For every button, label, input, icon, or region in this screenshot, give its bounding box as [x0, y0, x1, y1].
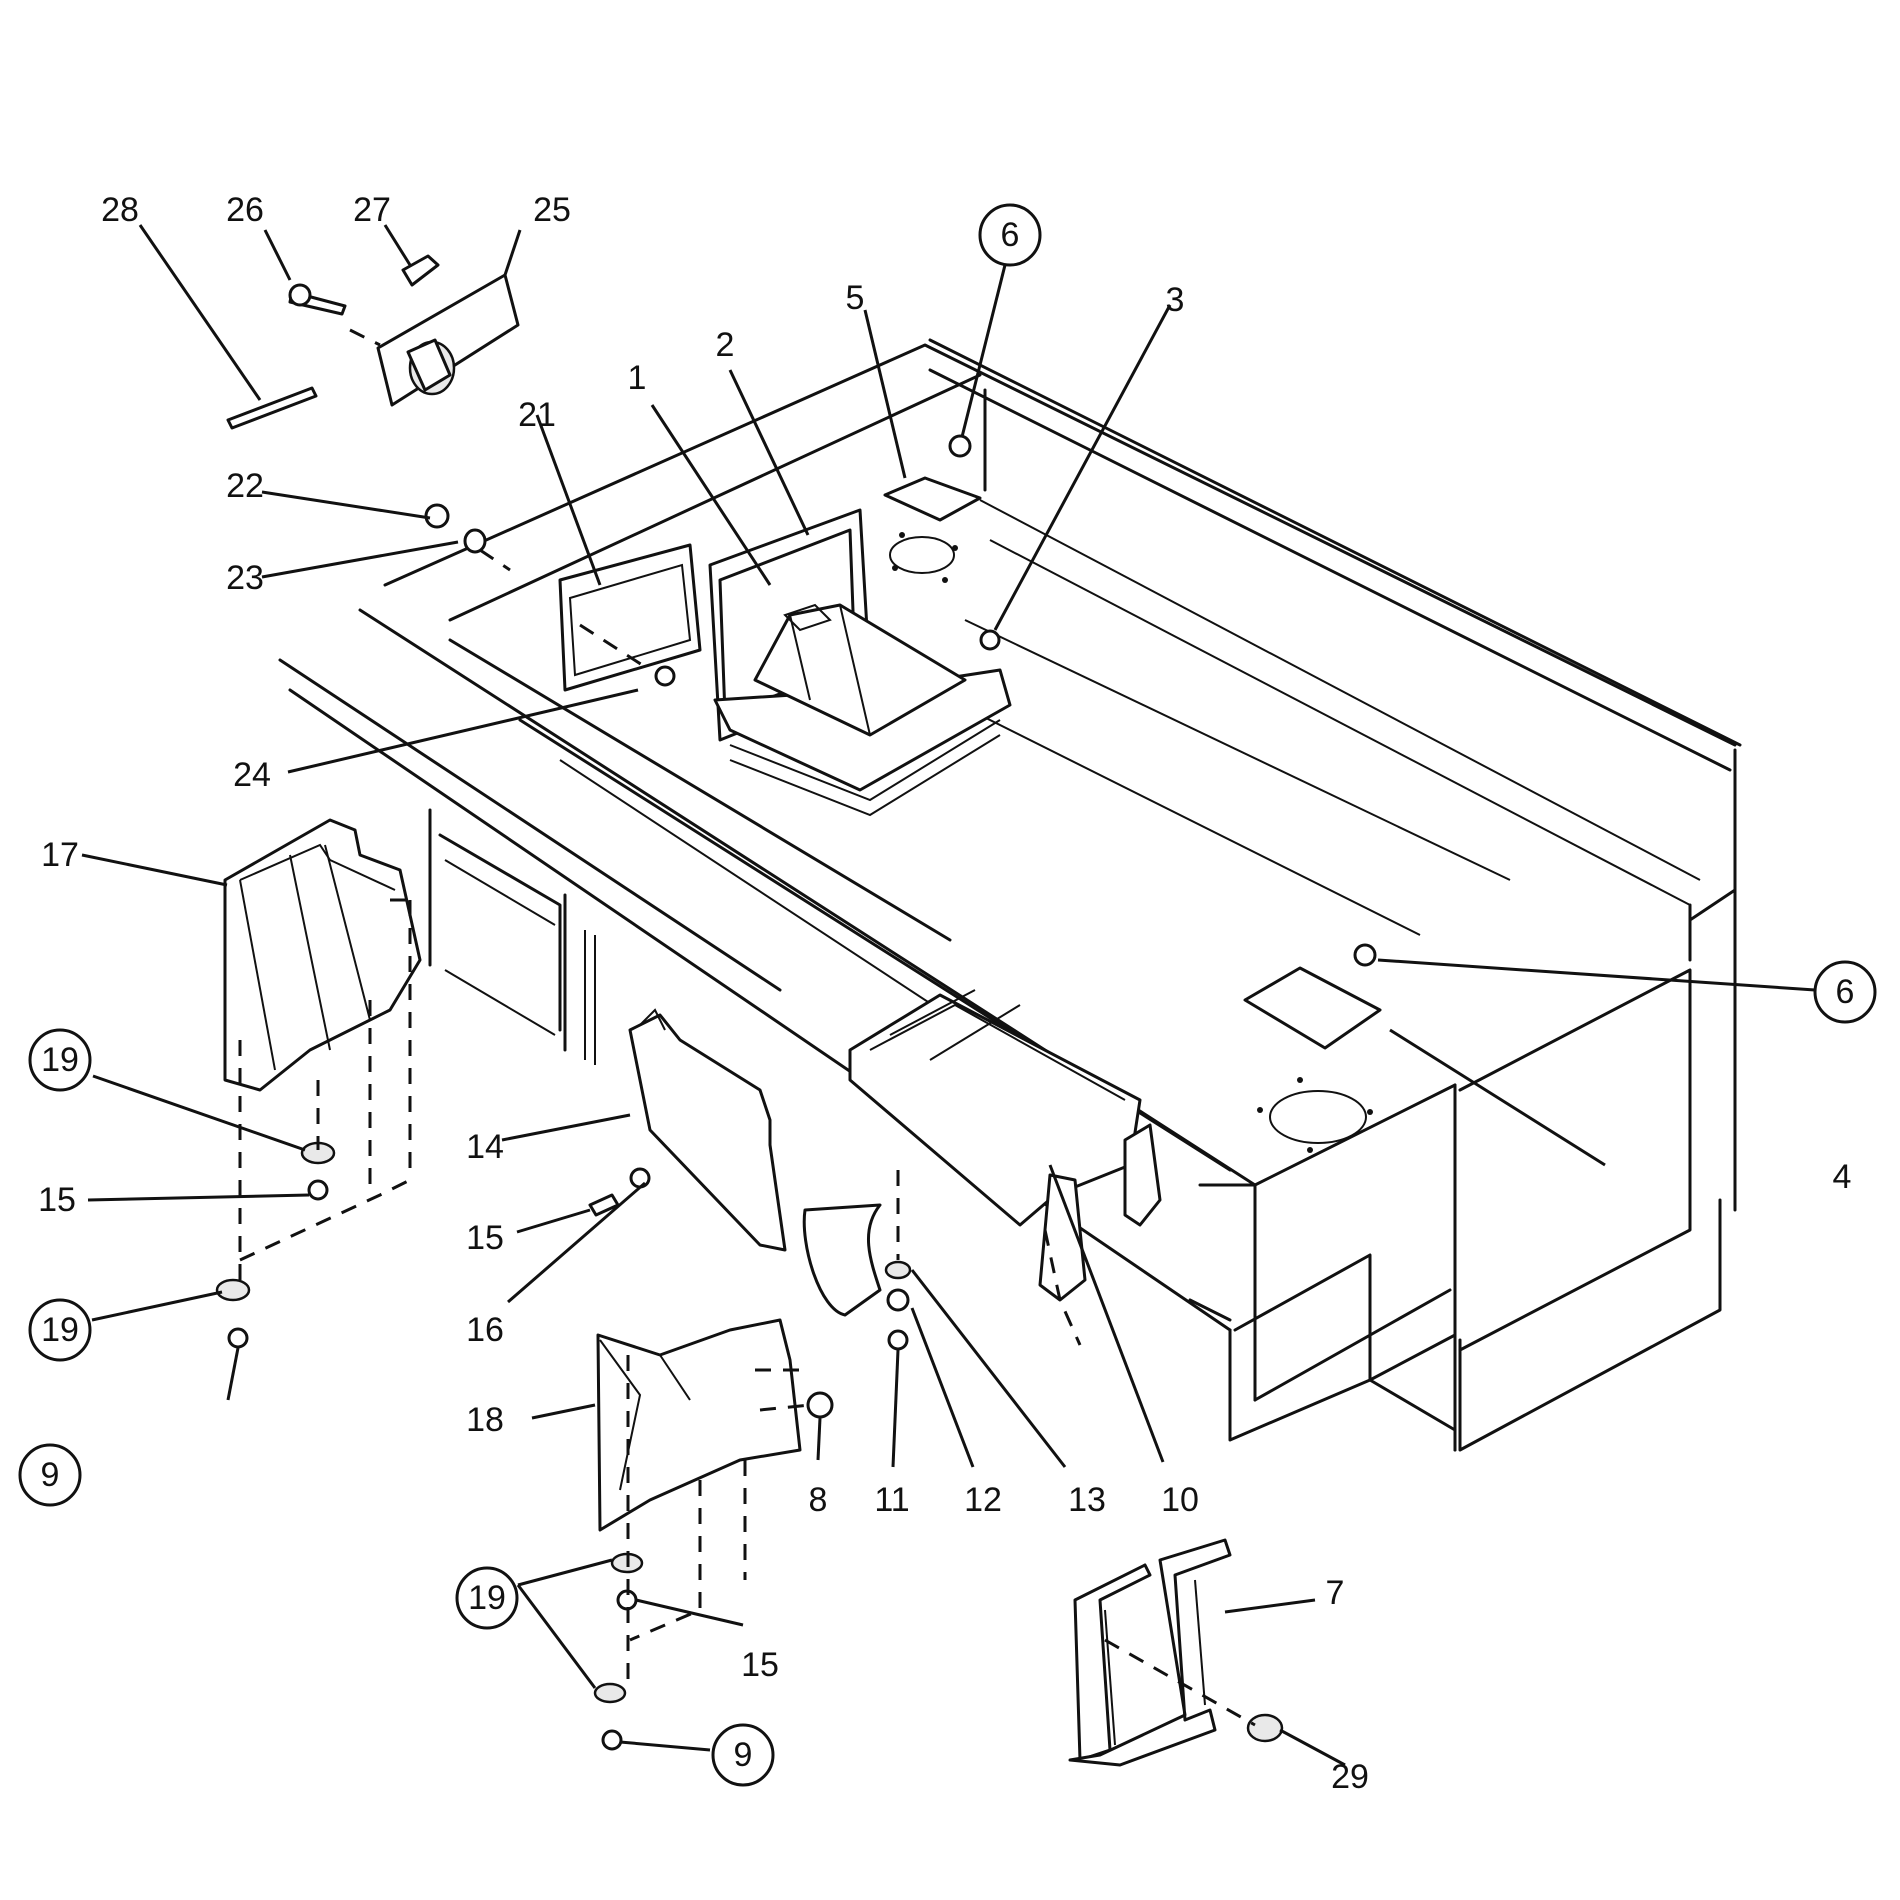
callout-19-circle: [28, 1298, 92, 1362]
callout-21: 21: [518, 396, 556, 434]
callout-29: 29: [1331, 1758, 1369, 1796]
callout-25: 25: [533, 191, 571, 229]
callout-9: 9: [41, 1456, 60, 1494]
callout-14: 14: [466, 1128, 504, 1166]
callout-19: 19: [468, 1579, 506, 1617]
clip-27: [401, 254, 440, 287]
bracket-7: [1068, 1538, 1232, 1767]
callout-16: 16: [466, 1311, 504, 1349]
hardware: [215, 434, 1377, 1751]
assembly-dashed-lines: [238, 328, 1256, 1727]
callout-26: 26: [226, 191, 264, 229]
callout-27: 27: [353, 191, 391, 229]
callout-6-circle: [1813, 960, 1877, 1024]
vehicle-body: [278, 338, 1742, 1452]
callout-9-circle: [711, 1723, 775, 1787]
callout-4: 4: [1833, 1158, 1852, 1196]
callout-9: 9: [734, 1736, 753, 1774]
callout-22: 22: [226, 467, 264, 505]
callout-1: 1: [628, 359, 647, 397]
cover-plate-4: [1243, 966, 1382, 1050]
callout-19-circle: [28, 1028, 92, 1092]
callout-17: 17: [41, 836, 79, 874]
callout-6: 6: [1001, 216, 1020, 254]
callout-19: 19: [41, 1041, 79, 1079]
callout-15: 15: [38, 1181, 76, 1219]
callout-3: 3: [1166, 281, 1185, 319]
callout-23: 23: [226, 559, 264, 597]
callout-10: 10: [1161, 1481, 1199, 1519]
hitch-plate-25: [376, 273, 520, 407]
callout-11: 11: [874, 1481, 909, 1519]
callout-2: 2: [716, 326, 735, 364]
bracket-17: [223, 818, 422, 1092]
guard-14: [628, 1008, 787, 1252]
callout-24: 24: [233, 756, 271, 794]
callout-13: 13: [1068, 1481, 1106, 1519]
callout-18: 18: [466, 1401, 504, 1439]
callout-7: 7: [1326, 1574, 1345, 1612]
callout-9-circle: [18, 1443, 82, 1507]
cover-plate-5: [883, 476, 982, 522]
callout-8: 8: [809, 1481, 828, 1519]
leader-lines: [81, 224, 1816, 1767]
mounting-plate-21: [558, 543, 702, 692]
callout-15: 15: [466, 1219, 504, 1257]
pin-28: [226, 386, 318, 430]
callout-15: 15: [741, 1646, 779, 1684]
callout-6-circle: [978, 203, 1042, 267]
callout-19: 19: [41, 1311, 79, 1349]
duct-assembly-10: [802, 989, 1162, 1317]
callout-12: 12: [964, 1481, 1002, 1519]
callout-6: 6: [1836, 973, 1855, 1011]
callout-labels: 1 2 3 4 5 6 6 7 8 9 9 10 11 12 13 14 15 …: [18, 191, 1877, 1796]
callout-5: 5: [846, 279, 865, 317]
chute-assembly: [708, 508, 1012, 817]
callout-28: 28: [101, 191, 139, 229]
callout-19-circle: [455, 1566, 519, 1630]
